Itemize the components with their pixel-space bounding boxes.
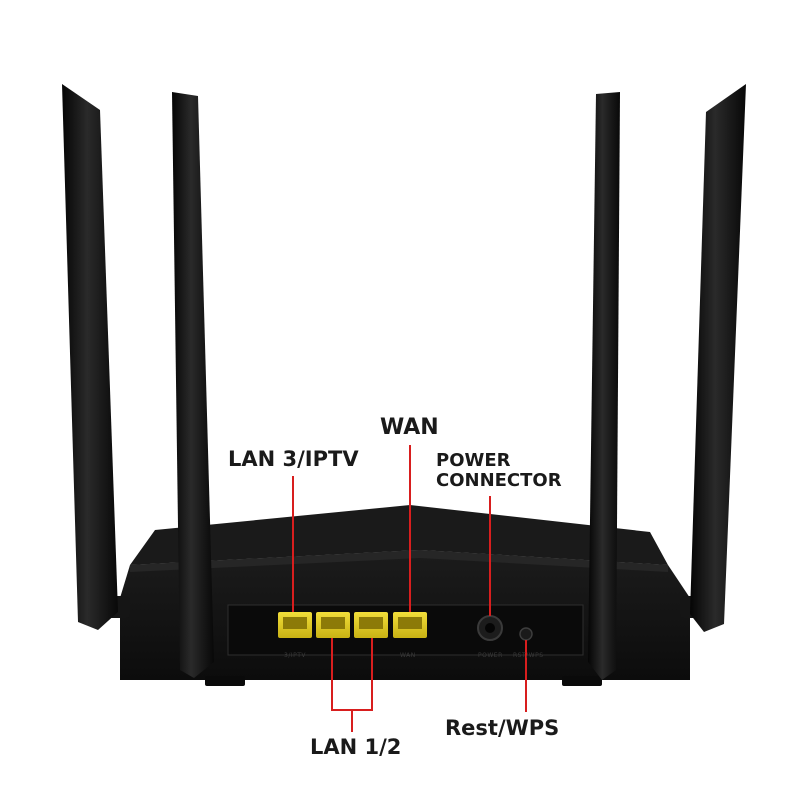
antenna-outer-left: [62, 84, 118, 630]
lan3-iptv-label: LAN 3/IPTV: [228, 447, 359, 471]
lan12-label: LAN 1/2: [310, 735, 402, 759]
port-print-lan3: 3/IPTV: [284, 652, 306, 659]
power-connector-label-line1: POWER: [436, 450, 511, 471]
reset-wps-button: [519, 627, 533, 641]
power-connector-label-line2: CONNECTOR: [436, 469, 562, 491]
power-connector-label: POWER CONNECTOR: [436, 451, 562, 491]
wan-label: WAN: [380, 415, 439, 440]
router-foot-left: [205, 676, 245, 686]
reset-wps-label: Rest/WPS: [445, 716, 560, 740]
port-print-power: POWER: [478, 652, 503, 659]
antenna-inner-left: [172, 92, 214, 678]
router-top-surface: [130, 505, 668, 565]
antenna-inner-right: [588, 92, 620, 680]
ethernet-port-lan3: [278, 612, 312, 638]
router-foot-right: [562, 676, 602, 686]
port-print-reset: RST/WPS: [513, 652, 544, 659]
router-body-edge: [130, 550, 668, 572]
ethernet-port-wan: [393, 612, 427, 638]
port-print-wan: WAN: [400, 652, 416, 659]
ethernet-port-lan1: [354, 612, 388, 638]
ethernet-port-lan2: [316, 612, 350, 638]
antenna-outer-right: [690, 84, 746, 632]
callout-lines: [292, 445, 527, 732]
power-connector-jack: [477, 615, 503, 641]
